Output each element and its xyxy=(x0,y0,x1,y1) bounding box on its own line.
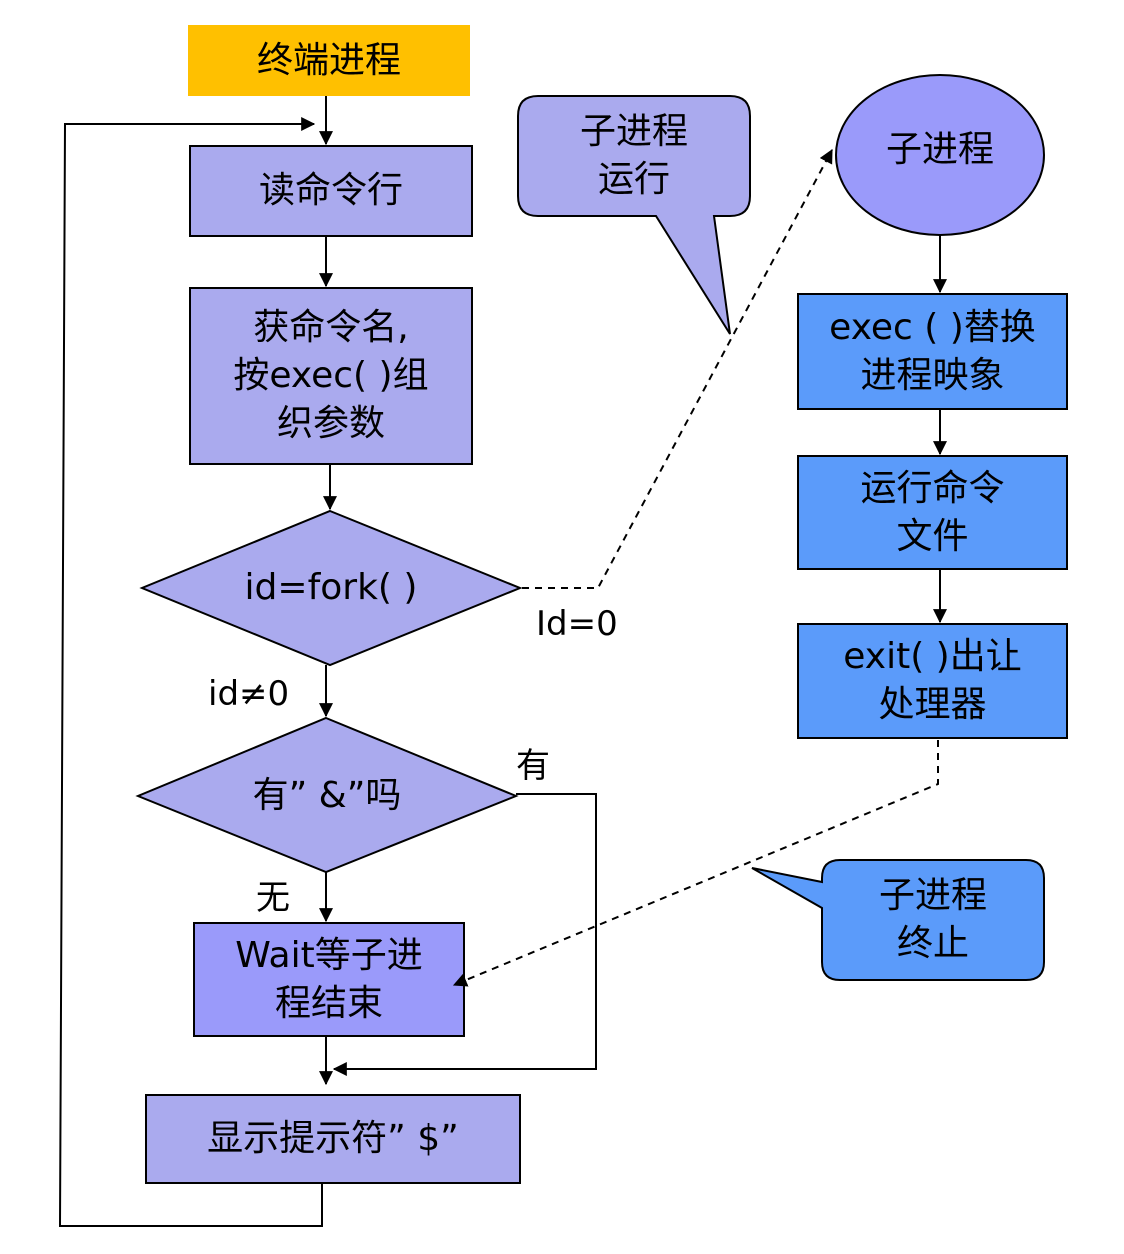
exit-label: exit( )出让处理器 xyxy=(843,636,1022,725)
exec-box xyxy=(797,293,1068,410)
edge-fork-child xyxy=(522,148,833,589)
wait-label: Wait等子进程结束 xyxy=(235,934,423,1024)
read-cmd-label: 读命令行 xyxy=(258,170,403,211)
wait-box xyxy=(193,922,465,1037)
edge-label-id-zero: Id=0 xyxy=(536,604,618,644)
read-cmd-box xyxy=(189,145,473,237)
show-prompt-label: 显示提示符” $” xyxy=(207,1118,459,1159)
exec-label: exec ( )替换进程映象 xyxy=(829,306,1036,396)
get-name-label: 获命令名,按exec( )组织参数 xyxy=(233,307,429,444)
callout-child-run-text: 子进程运行 xyxy=(579,111,688,200)
edge-amp-yes xyxy=(332,793,597,1076)
run-file-box xyxy=(797,455,1068,570)
callout-child-end xyxy=(751,859,1045,981)
edge-exit-wait xyxy=(452,740,939,987)
child-label: 子进程 xyxy=(885,129,994,170)
exit-box xyxy=(797,623,1068,739)
run-file-label: 运行命令文件 xyxy=(860,467,1005,557)
edge-label-no: 无 xyxy=(256,878,290,918)
show-prompt-box xyxy=(145,1094,521,1184)
get-name-box xyxy=(189,287,473,465)
start-label: 终端进程 xyxy=(256,39,401,81)
fork-diamond xyxy=(139,509,523,667)
callout-child-run xyxy=(517,95,751,335)
fork-label: id=fork( ) xyxy=(244,567,418,608)
start-box xyxy=(188,25,470,96)
callout-child-end-text: 子进程终止 xyxy=(878,875,987,964)
edge-loop-back xyxy=(58,117,323,1227)
edge-label-yes: 有 xyxy=(516,746,550,786)
has-amp-label: 有” &”吗 xyxy=(252,775,402,816)
edge-label-id-nonzero: id≠0 xyxy=(208,674,290,714)
